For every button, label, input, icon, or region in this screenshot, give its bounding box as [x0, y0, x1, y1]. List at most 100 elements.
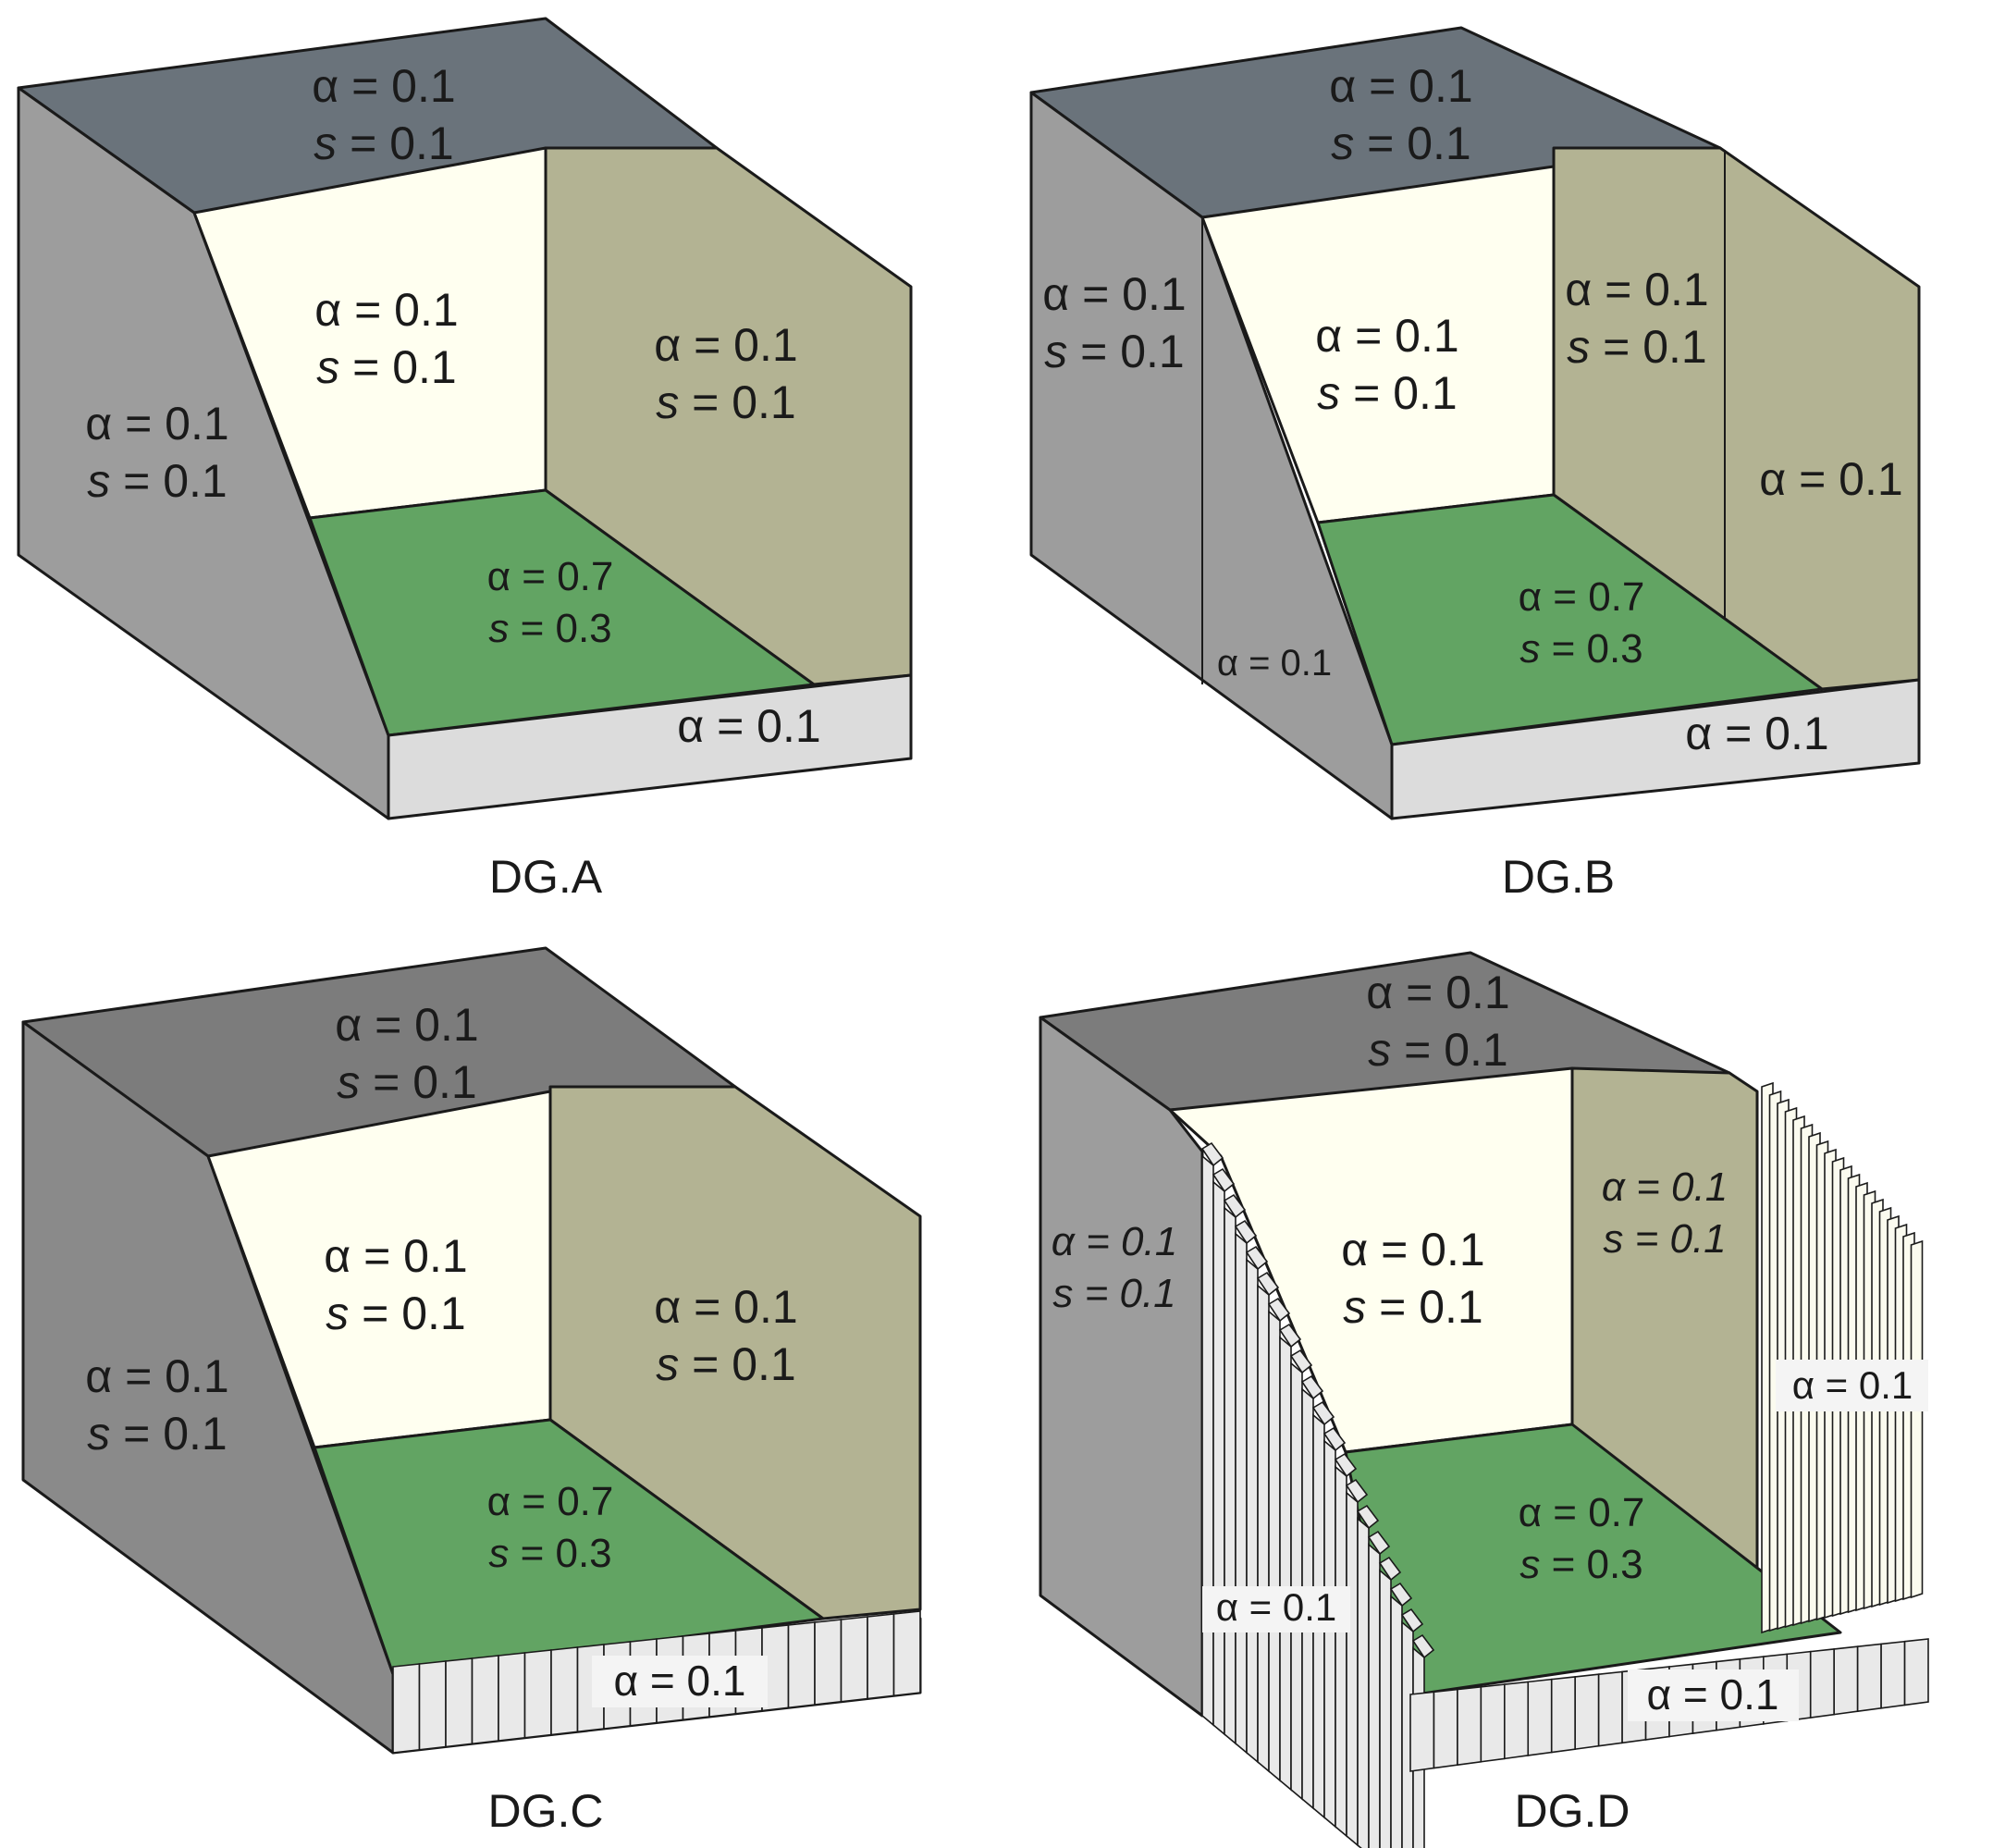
panel-dg-c: α = 0.1s = 0.1α = 0.1s = 0.1α = 0.1s = 0… — [21, 946, 922, 1837]
front-strip — [392, 1663, 421, 1754]
right-strip-label-box — [1776, 1360, 1928, 1411]
roof-s: s = 0.1 — [337, 1056, 477, 1108]
left-strip-step — [1300, 1374, 1324, 1400]
left-strip-alpha: α = 0.1 — [1217, 643, 1332, 684]
front-strip — [471, 1655, 499, 1745]
back-wall-alpha: α = 0.1 — [1341, 1224, 1484, 1275]
floor-s-value: = 0.3 — [509, 606, 611, 651]
right-wall-s-value: = 0.1 — [679, 376, 796, 428]
left-strip-step — [1200, 1141, 1224, 1167]
left-wall-s-symbol: s — [1052, 1271, 1073, 1316]
back-wall-s: s = 0.1 — [316, 341, 457, 393]
left-strip-step — [1256, 1271, 1280, 1297]
roof-s-value: = 0.1 — [360, 1056, 477, 1108]
floor-alpha: α = 0.7 — [1519, 1490, 1645, 1535]
roof-s-value: = 0.1 — [1391, 1024, 1508, 1076]
left-strip-step — [1223, 1193, 1247, 1219]
floor-s: s = 0.3 — [1519, 626, 1642, 671]
roof-s: s = 0.1 — [314, 117, 454, 169]
floor-alpha: α = 0.7 — [487, 554, 614, 599]
front-face — [387, 673, 913, 820]
left-strip-step — [1311, 1400, 1335, 1426]
roof-alpha: α = 0.1 — [335, 999, 478, 1051]
back-wall-s-symbol: s — [1317, 367, 1340, 419]
right-wall-s-symbol: s — [1567, 321, 1590, 373]
left-strip-step — [1245, 1245, 1269, 1271]
right-strips — [1761, 1081, 1924, 1634]
left-strip-step — [1400, 1608, 1424, 1633]
front-strip — [1809, 1648, 1835, 1719]
left-wall-face — [1039, 1016, 1204, 1718]
roof-alpha: α = 0.1 — [1329, 60, 1472, 112]
right-wall-face — [1570, 1066, 1759, 1616]
left-strip — [1268, 1310, 1281, 1782]
roof-s-symbol: s — [1368, 1024, 1391, 1076]
left-wall-alpha: α = 0.1 — [85, 398, 228, 450]
left-strip-step — [1267, 1297, 1291, 1323]
floor-s-symbol: s — [488, 606, 509, 651]
front-strip — [814, 1619, 843, 1706]
front-strip — [1550, 1676, 1576, 1754]
right-wall-s-symbol: s — [656, 376, 679, 428]
floor-s: s = 0.3 — [488, 1531, 611, 1576]
floor-s: s = 0.3 — [1519, 1542, 1642, 1587]
floor-alpha: α = 0.7 — [1519, 574, 1645, 620]
back-wall-alpha: α = 0.1 — [324, 1230, 467, 1282]
floor-s-value: = 0.3 — [1540, 1542, 1642, 1587]
left-strip-step — [1212, 1167, 1236, 1193]
floor-face — [308, 488, 816, 737]
front-strip — [892, 1610, 921, 1697]
left-strip-label-box — [1202, 1586, 1350, 1632]
left-wall-s: s = 0.1 — [1052, 1271, 1175, 1316]
left-wall-alpha: α = 0.1 — [1052, 1219, 1177, 1264]
left-strip-step — [1278, 1323, 1302, 1349]
right-wall-s-symbol: s — [656, 1338, 679, 1390]
left-wall-s-value: = 0.1 — [1073, 1271, 1175, 1316]
roof-s-symbol: s — [314, 117, 337, 169]
back-wall-s: s = 0.1 — [1317, 367, 1458, 419]
left-strip — [1323, 1439, 1336, 1829]
back-wall-alpha: α = 0.1 — [1315, 310, 1458, 362]
front-alpha: α = 0.1 — [1685, 708, 1828, 759]
back-wall-s-symbol: s — [1343, 1281, 1366, 1333]
left-strip — [1368, 1543, 1381, 1848]
left-wall-s-symbol: s — [87, 455, 110, 507]
front-label-box — [592, 1656, 768, 1707]
left-strip — [1212, 1180, 1225, 1736]
right-wall-s-value: = 0.1 — [1590, 321, 1707, 373]
floor-s-value: = 0.3 — [509, 1531, 611, 1576]
front-strip — [1433, 1688, 1458, 1769]
roof-s: s = 0.1 — [1368, 1024, 1508, 1076]
left-strips — [1200, 1141, 1435, 1848]
floor-s: s = 0.3 — [488, 606, 611, 651]
front-strip — [1504, 1681, 1530, 1760]
roof-alpha: α = 0.1 — [1366, 967, 1509, 1018]
front-face — [1390, 678, 1921, 820]
left-strip — [1401, 1620, 1414, 1848]
left-strip — [1379, 1569, 1392, 1848]
left-strip — [1335, 1465, 1347, 1838]
left-wall-s-value: = 0.1 — [110, 1408, 228, 1460]
back-wall-alpha: α = 0.1 — [314, 284, 458, 336]
left-strip-step — [1334, 1452, 1358, 1478]
roof-s: s = 0.1 — [1331, 117, 1471, 169]
left-strip — [1246, 1258, 1259, 1764]
front-strip — [1409, 1691, 1435, 1772]
front-strip — [418, 1660, 447, 1751]
floor-s-symbol: s — [1519, 1542, 1540, 1587]
front-strip — [840, 1616, 868, 1703]
right-wall-alpha: α = 0.1 — [1565, 264, 1708, 315]
left-strip — [1257, 1284, 1270, 1773]
front-strip — [1574, 1673, 1600, 1751]
right-wall-alpha: α = 0.1 — [1602, 1164, 1728, 1210]
right-wall-s: s = 0.1 — [1567, 321, 1707, 373]
left-strip — [1290, 1361, 1303, 1801]
right-wall-alpha: α = 0.1 — [654, 1281, 797, 1333]
left-wall-s: s = 0.1 — [87, 1408, 228, 1460]
back-wall-s-value: = 0.1 — [339, 341, 457, 393]
left-strip-step — [1378, 1556, 1402, 1582]
front-strip — [445, 1657, 474, 1748]
left-strip — [1235, 1232, 1248, 1755]
right-wall-alpha: α = 0.1 — [654, 319, 797, 371]
left-strip — [1390, 1595, 1403, 1848]
